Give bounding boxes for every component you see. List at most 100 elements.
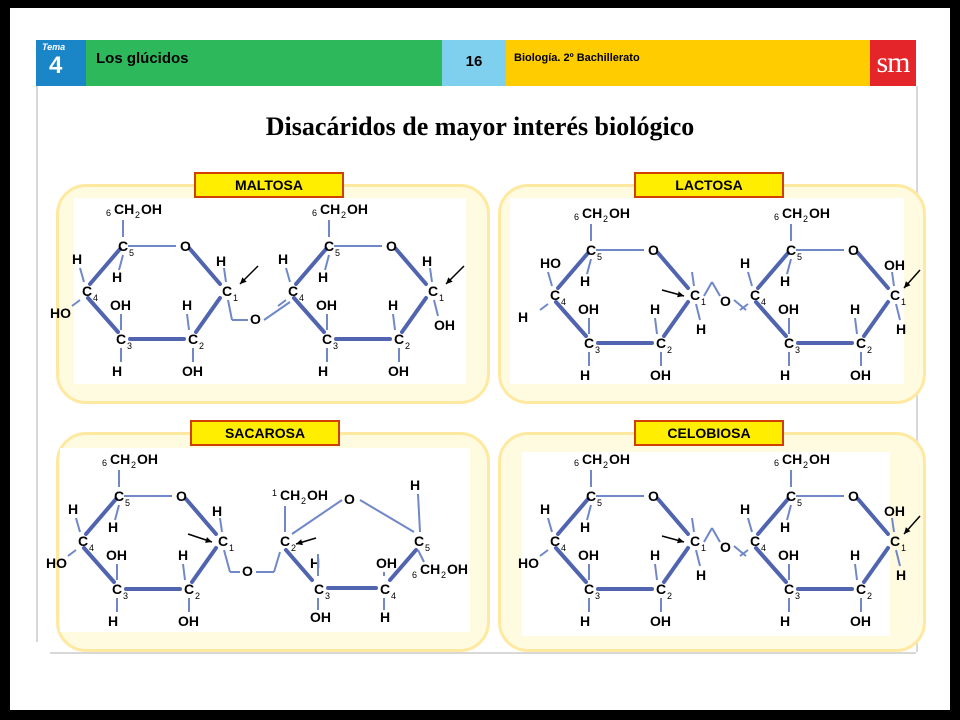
ch2oh-label: CH	[420, 561, 440, 577]
carbon-atom: C	[550, 533, 560, 549]
atom-index: 4	[761, 297, 766, 307]
glycosidic-oxygen: O	[242, 563, 253, 579]
atom-index: 5	[425, 543, 430, 553]
panel-celobiosa-inner	[522, 452, 890, 636]
ch2oh-label: OH	[307, 487, 328, 503]
atom-index: 1	[272, 488, 277, 498]
ring-oxygen: O	[848, 242, 859, 258]
carbon-atom: C	[856, 335, 866, 351]
atom-index: 6	[774, 212, 779, 222]
ch2oh-label: OH	[609, 205, 630, 221]
atom-index: 2	[405, 341, 410, 351]
carbon-atom: C	[784, 581, 794, 597]
substituent: H	[740, 255, 750, 271]
subscript: 2	[803, 460, 808, 470]
bond-line	[190, 546, 218, 584]
bond-line	[691, 271, 695, 287]
hydrogen: H	[380, 609, 390, 625]
carbon-atom: C	[690, 533, 700, 549]
bond-line	[662, 546, 690, 584]
ch2oh-label: CH	[320, 201, 340, 217]
bond-line	[695, 303, 701, 321]
bond-line	[71, 299, 81, 307]
carbon-atom: C	[856, 581, 866, 597]
atom-index: 6	[106, 208, 111, 218]
carbon-atom: C	[184, 581, 194, 597]
bond-line	[263, 301, 291, 321]
hydroxyl: OH	[376, 555, 397, 571]
ring-oxygen: O	[176, 488, 187, 504]
bond-line	[662, 300, 690, 338]
bond-line	[82, 546, 116, 584]
page-title: Disacáridos de mayor interés biológico	[265, 112, 695, 141]
atom-index: 4	[561, 543, 566, 553]
bond-line	[114, 504, 120, 521]
carbon-atom: C	[786, 242, 796, 258]
atom-index: 3	[123, 591, 128, 601]
subscript: 2	[603, 460, 608, 470]
bond-line	[703, 527, 713, 543]
bond-line	[691, 517, 695, 533]
arrow-head	[205, 537, 212, 543]
carbon-atom: C	[750, 287, 760, 303]
panel-sacarosa-inner	[60, 448, 470, 632]
carbon-atom: C	[750, 533, 760, 549]
bond-line	[359, 499, 415, 533]
atom-index: 2	[667, 591, 672, 601]
bond-line	[891, 271, 895, 287]
ch2oh-label: OH	[809, 205, 830, 221]
carbon-atom: C	[584, 581, 594, 597]
atom-index: 4	[89, 543, 94, 553]
hydrogen: H	[310, 555, 320, 571]
hydrogen: H	[580, 273, 590, 289]
ring-oxygen: O	[344, 491, 355, 507]
ch2oh-label: OH	[447, 561, 468, 577]
atom-index: 1	[701, 543, 706, 553]
hydroxyl: OH	[182, 363, 203, 379]
atom-index: 4	[93, 293, 98, 303]
carbon-atom: C	[314, 581, 324, 597]
carbon-atom: C	[118, 238, 128, 254]
hydroxyl: OH	[578, 547, 599, 563]
bond-line	[895, 303, 901, 321]
carbon-atom: C	[188, 331, 198, 347]
substituent: H	[68, 501, 78, 517]
bond-line	[711, 527, 721, 543]
hydroxyl: OH	[388, 363, 409, 379]
ch2oh-label: OH	[141, 201, 162, 217]
bond-line	[786, 504, 792, 521]
ch2oh-label: OH	[137, 451, 158, 467]
bond-line	[86, 296, 120, 334]
substituent: H	[540, 501, 550, 517]
bond-line	[711, 281, 721, 297]
hydrogen: H	[850, 547, 860, 563]
bond-line	[294, 247, 328, 286]
substituent: H	[216, 253, 226, 269]
bond-line	[586, 504, 592, 521]
bond-line	[539, 549, 549, 557]
atom-index: 4	[561, 297, 566, 307]
carbon-atom: C	[656, 581, 666, 597]
substituent: H	[696, 321, 706, 337]
subscript: 2	[131, 460, 136, 470]
bond-line	[285, 267, 291, 283]
atom-index: 6	[412, 570, 417, 580]
atom-index: 5	[797, 252, 802, 262]
bond-line	[786, 258, 792, 275]
arrow-head	[677, 291, 684, 298]
carbon-atom: C	[586, 488, 596, 504]
carbon-atom: C	[280, 533, 290, 549]
hydroxyl: OH	[850, 613, 871, 629]
tema-box: Tema 4	[36, 40, 86, 86]
carbon-atom: C	[414, 533, 424, 549]
hydroxyl: OH	[578, 301, 599, 317]
page-number: 16	[442, 40, 506, 86]
bond-line	[654, 563, 658, 581]
hydrogen: H	[780, 367, 790, 383]
carbon-atom: C	[428, 283, 438, 299]
bond-line	[182, 563, 186, 581]
substituent: HO	[50, 305, 71, 321]
bond-line	[739, 303, 749, 311]
hydrogen: H	[178, 547, 188, 563]
